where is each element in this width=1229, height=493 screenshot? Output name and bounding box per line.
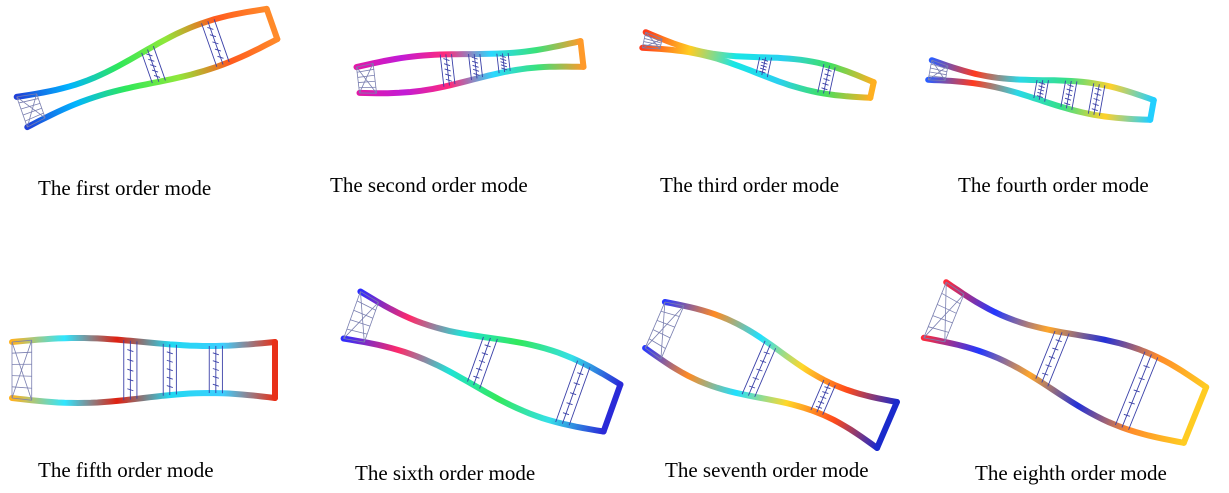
mode-3-caption: The third order mode [660,173,840,197]
mode-5-caption: The fifth order mode [38,458,214,482]
cross-brace-wireframe [741,340,777,397]
end-cross-member [874,399,900,451]
mode-7-shape [642,299,900,451]
lower-chord [642,345,881,451]
cross-brace-wireframe [467,336,498,389]
cross-brace-wireframe [1033,80,1049,102]
end-cross-member [1147,97,1157,123]
end-cage-wireframe [927,59,949,82]
cross-brace-wireframe [439,54,456,87]
mode-8-caption: The eighth order mode [975,461,1167,485]
cross-brace-wireframe [468,53,483,80]
mode-2-caption: The second order mode [330,173,528,197]
end-cross-member [263,5,281,43]
mode-4-shape [925,57,1157,123]
lower-chord [920,334,1187,446]
cross-brace-wireframe [141,46,166,84]
cross-brace-wireframe [496,53,511,74]
lower-chord [9,389,278,407]
mode-1-caption: The first order mode [38,176,212,200]
upper-chord [13,5,270,100]
mode-5-shape [9,335,278,407]
end-cage-wireframe [11,339,33,401]
cross-brace-wireframe [1114,351,1159,430]
cross-brace-wireframe [755,57,773,78]
mode-6-caption: The sixth order mode [355,461,536,485]
end-cage-wireframe [343,291,379,343]
mode-2-panel [310,0,610,160]
end-cross-member [577,38,587,70]
mode-7-caption: The seventh order mode [665,458,869,482]
end-cage-wireframe [923,281,965,343]
upper-chord [9,335,278,349]
cross-brace-wireframe [123,340,138,401]
mode-6-panel [320,270,624,450]
end-cross-member [1180,384,1210,446]
mode-1-shape [13,5,281,131]
mode-1-panel [0,0,300,160]
upper-chord [943,279,1210,391]
mode-3-shape [639,29,877,101]
cross-brace-wireframe [817,64,836,95]
cross-brace-wireframe [810,379,836,415]
cross-brace-wireframe [1035,330,1070,387]
mode-3-panel [620,0,920,160]
mode-8-panel [920,265,1225,450]
mode-6-shape [340,288,624,435]
lower-chord [24,36,281,131]
end-cage-wireframe [356,62,377,94]
cross-brace-wireframe [201,19,230,67]
mode-7-panel [625,270,925,451]
end-cage-wireframe [16,93,46,128]
cross-brace-wireframe [208,345,223,394]
cross-brace-wireframe [1087,83,1106,116]
mode-2-shape [353,38,587,97]
cross-brace-wireframe [1060,80,1078,110]
end-cage-wireframe [641,31,663,50]
end-cage-wireframe [644,301,685,360]
cross-brace-wireframe [162,343,177,396]
end-cross-member [867,79,877,101]
end-cross-member [600,381,624,435]
mode-4-caption: The fourth order mode [958,173,1149,197]
mode-5-panel [0,270,300,450]
mode-8-shape [920,279,1210,446]
mode-4-panel [910,0,1210,160]
cross-brace-wireframe [555,360,591,426]
upper-chord [661,299,900,405]
